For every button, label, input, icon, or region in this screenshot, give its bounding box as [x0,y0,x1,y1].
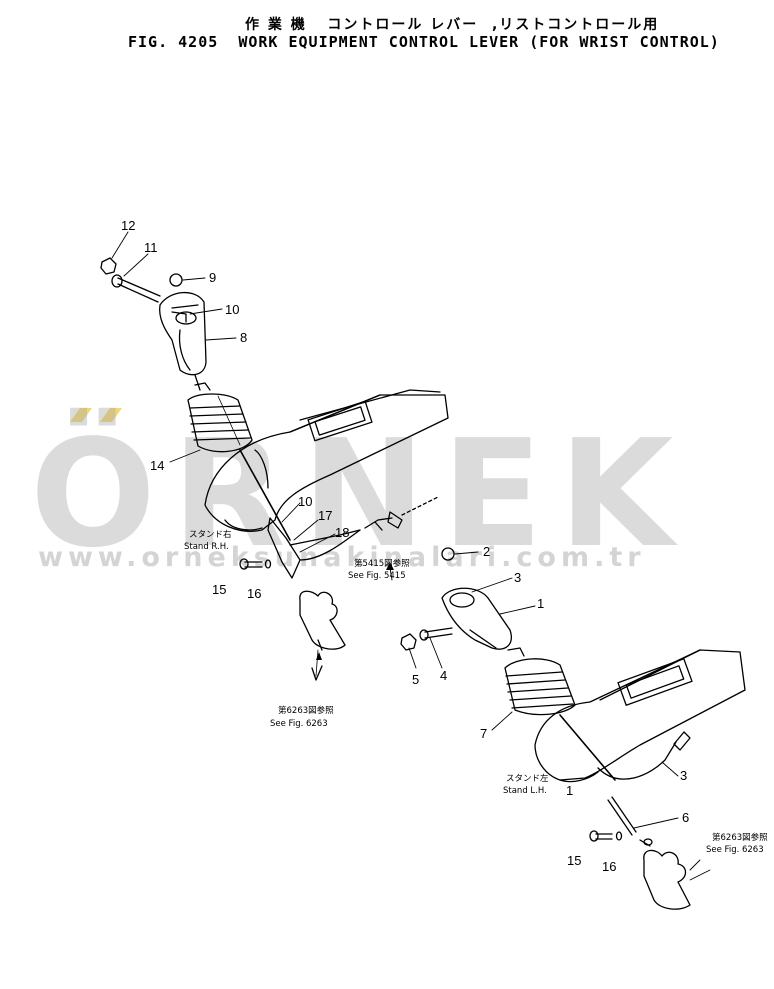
lever-grip-lh [441,587,512,650]
stand-rh-drawing [204,389,449,532]
figure-title-japanese: 作 業 機 コントロール レバー ,リストコントロール用 [245,17,660,33]
watermark-brand: ÖRNEK [30,408,690,580]
note-fig5415-jp: 第5415図参照 [354,558,410,569]
callout-15b: 15 [567,853,581,868]
callout-numbers: 12 11 9 10 8 14 10 17 18 15 16 2 3 1 5 4… [121,218,689,874]
note-fig6263-jp-b: 第6263図参照 [712,832,768,843]
callout-5: 5 [412,672,419,687]
note-fig6263-b: See Fig. 6263 [706,845,764,855]
valve-lh [639,838,711,910]
bolt-11 [111,274,161,303]
callout-16b: 16 [602,859,616,874]
callout-12: 12 [121,218,135,233]
callout-1: 1 [537,596,544,611]
note-stand-lh-jp: スタンド左 [506,773,549,784]
bolt-15b [589,830,613,842]
callout-18: 18 [335,525,349,540]
callout-11: 11 [144,240,158,255]
callout-15a: 15 [212,582,226,597]
callout-4: 4 [440,668,447,683]
watermark-umlaut-icon [70,408,122,422]
callout-10: 10 [225,302,239,317]
washer-16b [615,831,623,841]
nut-9 [169,273,183,287]
stand-lh-drawing [534,649,746,783]
callout-17: 17 [318,508,332,523]
note-stand-rh: Stand R.H. [184,542,229,552]
boot-rh [187,382,291,541]
note-fig6263-a: See Fig. 6263 [270,719,328,729]
boot-lh [504,647,616,781]
bracket-10a [171,311,187,323]
note-fig5415: See Fig. 5415 [348,571,406,581]
nut-5 [400,633,417,651]
callout-8: 8 [240,330,247,345]
valve-rh [299,590,346,681]
callout-14: 14 [150,458,164,473]
cable-lh [597,731,691,780]
lever-grip-rh [159,291,207,391]
reference-notes: スタンド右 Stand R.H. 第5415図参照 See Fig. 5415 … [184,529,768,855]
washer-16a [264,559,272,569]
leader-lines [111,231,701,871]
callout-7: 7 [480,726,487,741]
arrow-heads [316,562,394,660]
note-stand-lh: Stand L.H. [503,786,547,796]
callout-3a: 3 [514,570,521,585]
bolt-15a [239,558,263,570]
rod-6 [607,796,637,836]
callout-10b: 10 [298,494,312,509]
nut-2 [441,547,455,561]
linkage-rh [267,496,439,579]
callout-2: 2 [483,544,490,559]
callout-1b: 1 [566,783,573,798]
figure-title: FIG. 4205 WORK EQUIPMENT CONTROL LEVER (… [128,33,720,51]
callout-6: 6 [682,810,689,825]
callout-9: 9 [209,270,216,285]
nut-12 [100,257,117,275]
watermark-url: www.orneksunakinalari.com.tr [38,542,646,573]
callout-16a: 16 [247,586,261,601]
note-fig6263-jp-a: 第6263図参照 [278,705,334,716]
bolt-4 [419,627,453,641]
callout-3b: 3 [680,768,687,783]
note-stand-rh-jp: スタンド右 [189,529,232,540]
